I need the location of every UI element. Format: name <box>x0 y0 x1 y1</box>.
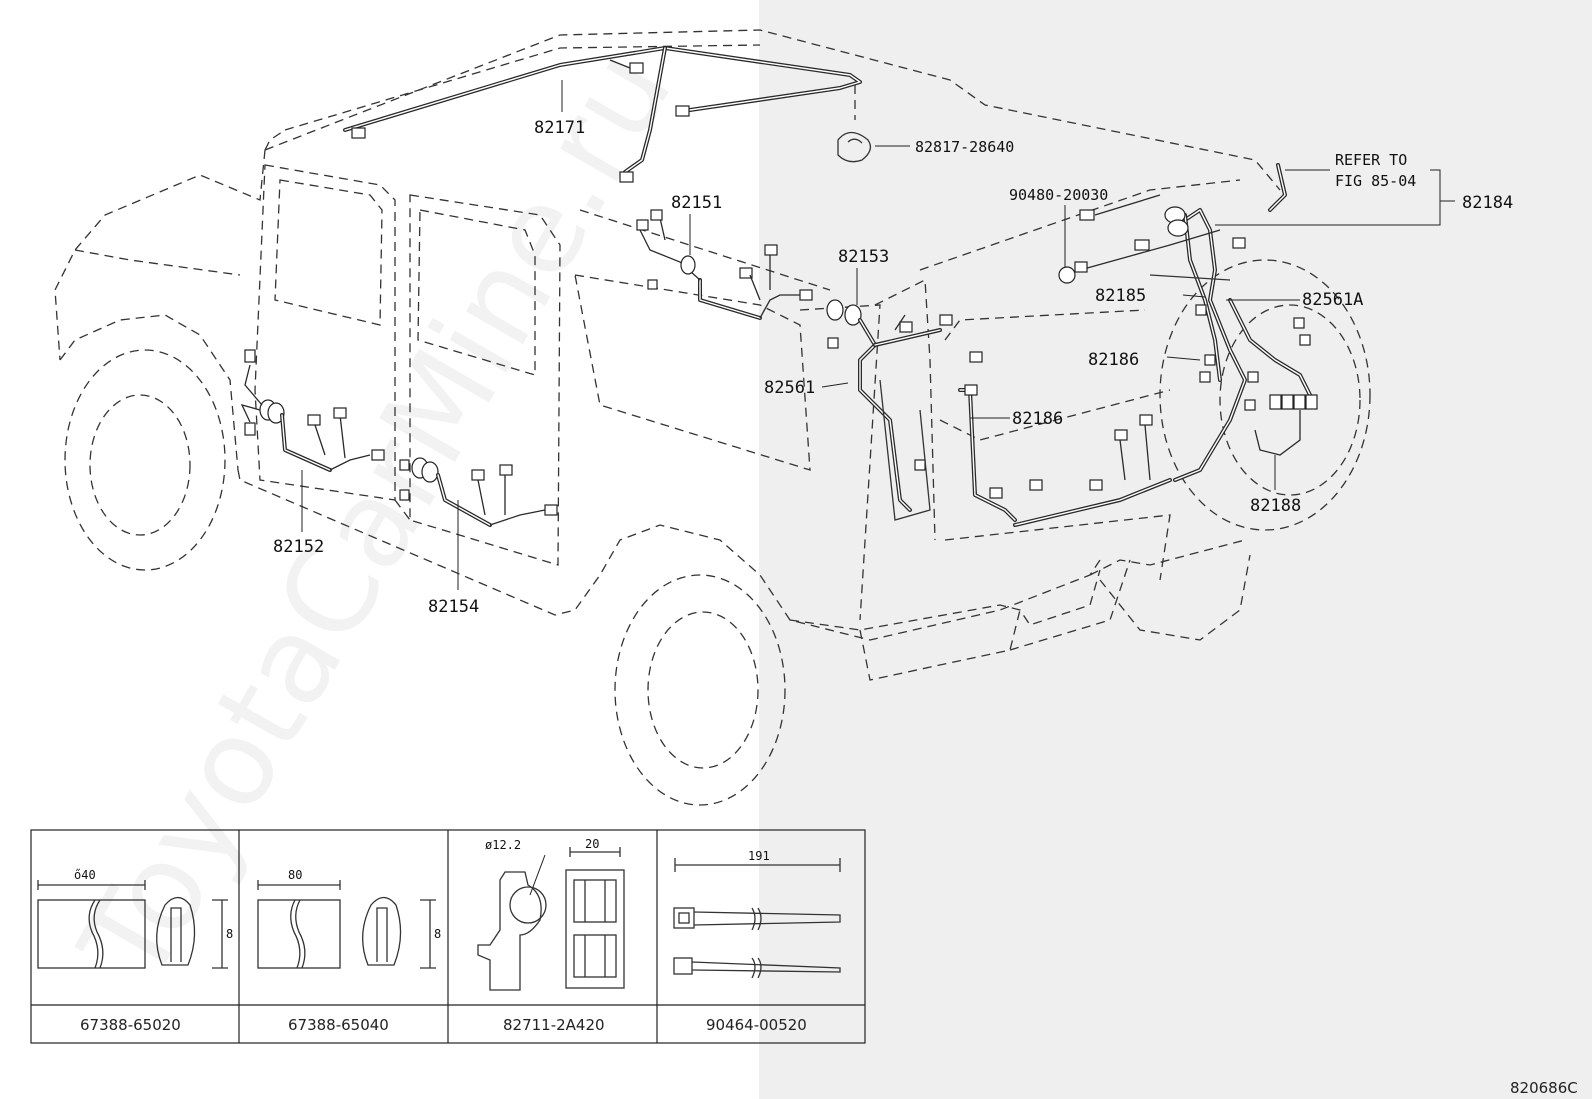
label-82186-upper: 82186 <box>1088 350 1139 370</box>
dim-width-label: 20 <box>585 837 599 851</box>
legend-part-number: 90464-00520 <box>706 1016 807 1034</box>
label-82171: 82171 <box>534 118 585 138</box>
legend-cell-67388-65040: 80 8 67388-65040 <box>257 868 441 1034</box>
dim-width-label: ő40 <box>74 868 96 882</box>
legend-part-number: 82711-2A420 <box>503 1016 605 1034</box>
dim-height-label: 8 <box>226 927 233 941</box>
legend-cell-67388-65020: ő40 8 67388-65020 <box>37 868 233 1034</box>
label-82154: 82154 <box>428 597 479 617</box>
tailgate-harness <box>958 163 1455 527</box>
legend-cell-90464-00520: 191 90464-00520 <box>673 849 841 1034</box>
background-white-panel <box>0 0 759 1099</box>
legend-part-number: 67388-65020 <box>80 1016 181 1034</box>
dim-diameter-label: ø12.2 <box>485 838 521 852</box>
label-82151: 82151 <box>671 193 722 213</box>
label-82186-lower: 82186 <box>1012 409 1063 429</box>
label-82153: 82153 <box>838 247 889 267</box>
grommet-82817 <box>837 131 910 163</box>
label-82184: 82184 <box>1462 193 1513 213</box>
roof-harness-82171 <box>343 46 862 183</box>
harness-82151 <box>636 209 813 320</box>
part-labels: 82171 82817-28640 82151 90480-20030 8215… <box>273 118 1513 617</box>
harness-82153 <box>821 268 983 521</box>
background-gray-panel <box>759 0 1592 1099</box>
label-82185: 82185 <box>1095 286 1146 306</box>
legend-part-number: 67388-65040 <box>288 1016 389 1034</box>
dim-length-label: 191 <box>748 849 770 863</box>
watermark-text: ToyotaCarMine.ru <box>54 27 699 1005</box>
label-refer-to: REFER TO <box>1335 151 1407 169</box>
figure-code: 820686C <box>1510 1079 1578 1097</box>
label-fig-85-04: FIG 85-04 <box>1335 172 1416 190</box>
legend-cell-82711-2A420: ø12.2 20 82711-2A420 <box>477 837 625 1034</box>
label-82817-28640: 82817-28640 <box>915 138 1014 156</box>
label-82152: 82152 <box>273 537 324 557</box>
label-82561A: 82561A <box>1302 290 1363 310</box>
harness-82154 <box>399 457 558 590</box>
label-90480-20030: 90480-20030 <box>1009 186 1108 204</box>
label-82188: 82188 <box>1250 496 1301 516</box>
label-82561: 82561 <box>764 378 815 398</box>
legend-table: ő40 8 67388-65020 80 8 67388-65040 <box>30 829 866 1044</box>
dim-width-label: 80 <box>288 868 302 882</box>
dim-height-label: 8 <box>434 927 441 941</box>
harness-82152 <box>240 349 385 532</box>
vehicle-outline <box>54 29 1371 806</box>
